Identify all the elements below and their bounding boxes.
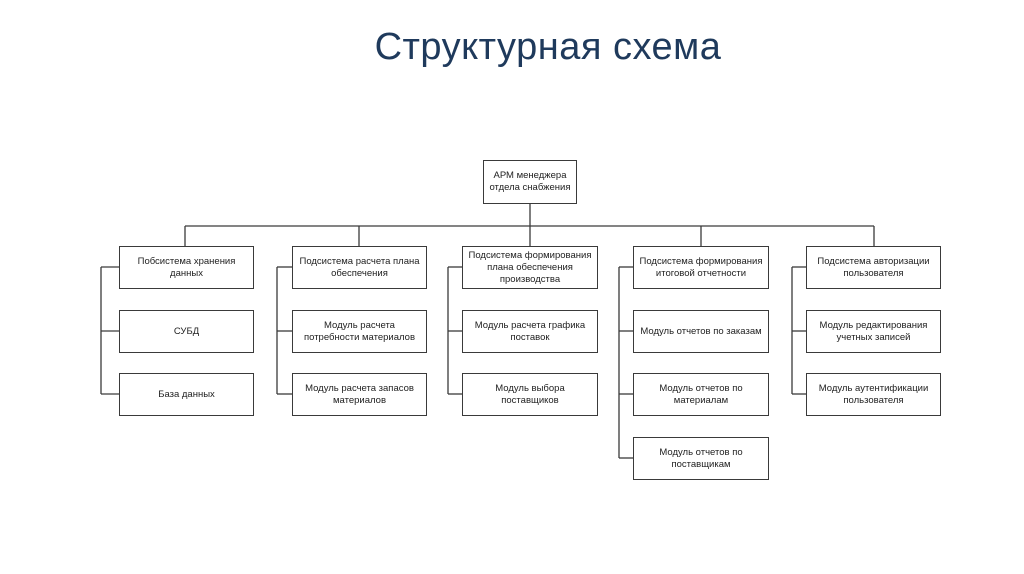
module-box-supplier-reports: Модуль отчетов по поставщикам (633, 437, 769, 480)
module-label: СУБД (173, 325, 200, 337)
module-label: Модуль аутентификации пользователя (818, 382, 929, 406)
module-label: Модуль отчетов по заказам (640, 325, 762, 337)
header-box-storage: Побсистема хранения данных (119, 246, 254, 289)
module-box-material-reports: Модуль отчетов по материалам (633, 373, 769, 416)
module-label: Модуль редактирования учетных записей (819, 319, 928, 343)
module-label: Модуль отчетов по поставщикам (659, 446, 743, 470)
header-label: Подсистема авторизации пользователя (817, 255, 930, 279)
header-box-production-plan: Подсистема формирования плана обеспечени… (462, 246, 598, 289)
module-box-supplier-choice: Модуль выбора поставщиков (462, 373, 598, 416)
header-label: Подсистема расчета плана обеспечения (299, 255, 420, 279)
header-label: Побсистема хранения данных (137, 255, 236, 279)
module-box-database: База данных (119, 373, 254, 416)
module-label: Модуль расчета запасов материалов (305, 382, 414, 406)
module-label: Модуль расчета графика поставок (474, 319, 586, 343)
page-title: Структурная схема (374, 26, 722, 68)
header-box-authorization: Подсистема авторизации пользователя (806, 246, 941, 289)
module-box-material-need: Модуль расчета потребности материалов (292, 310, 427, 353)
root-box: АРМ менеджера отдела снабжения (483, 160, 577, 204)
module-box-order-reports: Модуль отчетов по заказам (633, 310, 769, 353)
module-label: Модуль выбора поставщиков (495, 382, 565, 406)
root-label: АРМ менеджера отдела снабжения (489, 170, 571, 193)
module-box-authentication: Модуль аутентификации пользователя (806, 373, 941, 416)
module-box-dbms: СУБД (119, 310, 254, 353)
module-label: Модуль расчета потребности материалов (303, 319, 416, 343)
header-box-plan-calc: Подсистема расчета плана обеспечения (292, 246, 427, 289)
header-box-reporting: Подсистема формирования итоговой отчетно… (633, 246, 769, 289)
header-label: Подсистема формирования плана обеспечени… (468, 249, 592, 285)
module-label: База данных (158, 388, 215, 400)
module-box-material-stock: Модуль расчета запасов материалов (292, 373, 427, 416)
module-label: Модуль отчетов по материалам (659, 382, 743, 406)
header-label: Подсистема формирования итоговой отчетно… (639, 255, 763, 279)
module-box-delivery-schedule: Модуль расчета графика поставок (462, 310, 598, 353)
module-box-account-editing: Модуль редактирования учетных записей (806, 310, 941, 353)
